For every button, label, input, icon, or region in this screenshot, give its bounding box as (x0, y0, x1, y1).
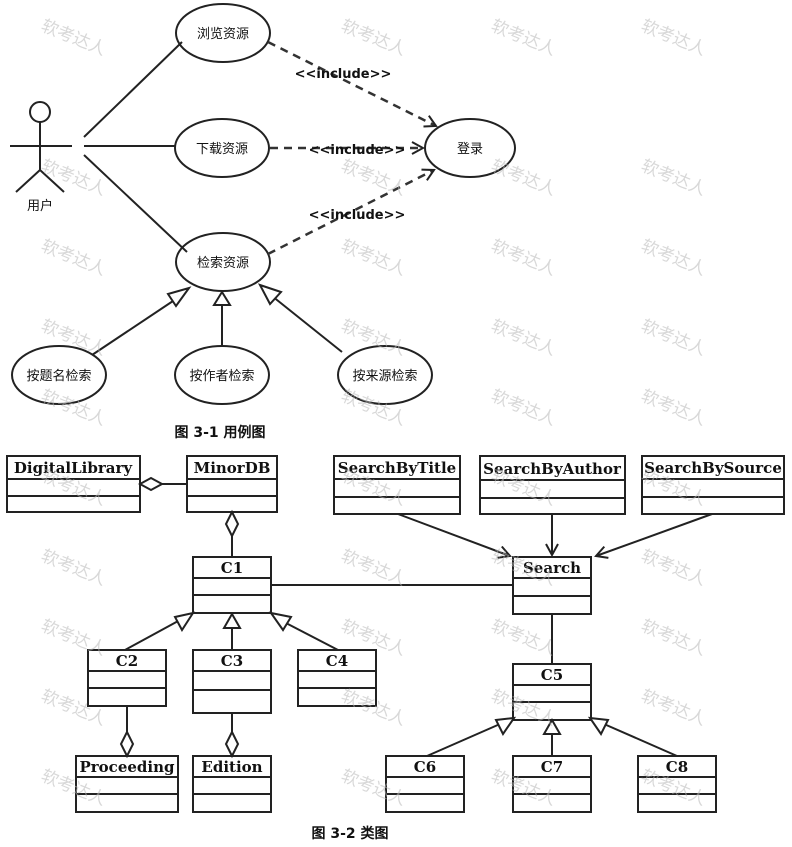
class-name-c7: C7 (541, 758, 563, 776)
usecase-browse-ellipse (175, 3, 271, 63)
class-box-c6: C6 (385, 755, 465, 813)
usecase-by-author-ellipse (174, 345, 270, 405)
watermark: 软考达人 (338, 686, 409, 730)
class-box-digital-library: DigitalLibrary (6, 455, 141, 513)
watermark: 软考达人 (338, 546, 409, 590)
class-name-proceeding: Proceeding (80, 758, 175, 776)
usecase-by-source: 按来源检索 (352, 369, 417, 384)
class-box-edition: Edition (192, 755, 272, 813)
usecase-login: 登录 (457, 142, 483, 157)
watermark: 软考达人 (488, 156, 559, 200)
watermark: 软考达人 (38, 156, 109, 200)
include-arrow-search (267, 170, 434, 256)
watermark: 软考达人 (338, 316, 409, 360)
association-browse (83, 41, 183, 138)
class-box-c3: C3 (192, 649, 272, 714)
class-name-c8: C8 (666, 758, 688, 776)
class-box-search-by-title: SearchByTitle (333, 455, 461, 515)
class-name-digital-library: DigitalLibrary (14, 459, 133, 477)
usecase-browse: 浏览资源 (197, 26, 249, 42)
class-connectors (119, 476, 713, 759)
watermark: 软考达人 (488, 386, 559, 430)
watermark: 软考达人 (638, 156, 709, 200)
watermark: 软考达人 (638, 386, 709, 430)
watermark: 软考达人 (38, 616, 109, 660)
watermark: 软考达人 (488, 546, 559, 590)
usecase-download: 下载资源 (196, 142, 248, 157)
watermark: 软考达人 (488, 16, 559, 60)
include-arrow-browse (267, 40, 436, 126)
watermark-layer: 软考达人 软考达人 软考达人 软考达人 软考达人 软考达人 软考达人 软考达人 … (38, 16, 709, 810)
class-box-search-by-source: SearchBySource (641, 455, 785, 515)
watermark: 软考达人 (638, 16, 709, 60)
caption-class-diagram: 图 3-2 类图 (311, 825, 388, 842)
watermark: 软考达人 (38, 16, 109, 60)
class-box-search: Search (512, 556, 592, 615)
actor-label: 用户 (27, 198, 53, 214)
class-name-minor-db: MinorDB (194, 459, 271, 477)
class-name-c3: C3 (221, 652, 243, 670)
usecase-by-source-ellipse (337, 345, 433, 405)
watermark: 软考达人 (638, 316, 709, 360)
generalization-use-cases (91, 283, 343, 356)
class-box-minor-db: MinorDB (186, 455, 278, 513)
class-name-search: Search (523, 559, 581, 577)
class-box-c1: C1 (192, 556, 272, 614)
usecase-login-ellipse (424, 118, 516, 178)
include-label-2: <<include>> (309, 143, 406, 158)
actor-figure (10, 101, 72, 193)
watermark: 软考达人 (338, 766, 409, 810)
watermark: 软考达人 (338, 616, 409, 660)
class-box-c4: C4 (297, 649, 377, 707)
class-name-search-by-title: SearchByTitle (338, 459, 456, 477)
class-box-c5: C5 (512, 663, 592, 721)
watermark: 软考达人 (488, 616, 559, 660)
use-case-diagram: 用户 浏览资源 下载资源 检索资源 登录 <<include>> <<inclu… (10, 3, 516, 441)
usecase-by-title-ellipse (11, 345, 107, 405)
class-name-c2: C2 (116, 652, 138, 670)
watermark: 软考达人 (638, 236, 709, 280)
usecase-search-ellipse (175, 232, 271, 292)
usecase-by-author: 按作者检索 (189, 369, 254, 384)
class-name-edition: Edition (201, 758, 262, 776)
usecase-by-title: 按题名检索 (26, 368, 91, 384)
watermark: 软考达人 (488, 236, 559, 280)
watermark: 软考达人 (638, 546, 709, 590)
class-name-search-by-source: SearchBySource (644, 459, 782, 477)
include-label-1: <<include>> (295, 67, 392, 82)
class-box-c7: C7 (512, 755, 592, 813)
usecase-download-ellipse (174, 118, 270, 178)
class-name-c4: C4 (326, 652, 348, 670)
watermark: 软考达人 (338, 156, 409, 200)
class-diagram: DigitalLibrary MinorDB C1 C2 C3 (6, 455, 785, 842)
watermark: 软考达人 (38, 386, 109, 430)
watermark: 软考达人 (488, 316, 559, 360)
class-name-c6: C6 (414, 758, 436, 776)
class-box-c2: C2 (87, 649, 167, 707)
class-box-proceeding: Proceeding (75, 755, 179, 813)
watermark: 软考达人 (38, 236, 109, 280)
class-name-c1: C1 (221, 559, 243, 577)
class-name-c5: C5 (541, 666, 563, 684)
watermark: 软考达人 (38, 546, 109, 590)
watermark: 软考达人 (338, 386, 409, 430)
class-box-c8: C8 (637, 755, 717, 813)
class-name-search-by-author: SearchByAuthor (483, 460, 622, 478)
include-label-3: <<include>> (309, 208, 406, 223)
watermark: 软考达人 (638, 616, 709, 660)
watermark: 软考达人 (338, 16, 409, 60)
association-search (83, 154, 188, 253)
watermark: 软考达人 (38, 316, 109, 360)
watermark: 软考达人 (38, 686, 109, 730)
watermark: 软考达人 (638, 686, 709, 730)
class-box-search-by-author: SearchByAuthor (479, 455, 626, 515)
watermark: 软考达人 (338, 236, 409, 280)
caption-use-case: 图 3-1 用例图 (174, 424, 265, 441)
usecase-search: 检索资源 (197, 256, 249, 271)
